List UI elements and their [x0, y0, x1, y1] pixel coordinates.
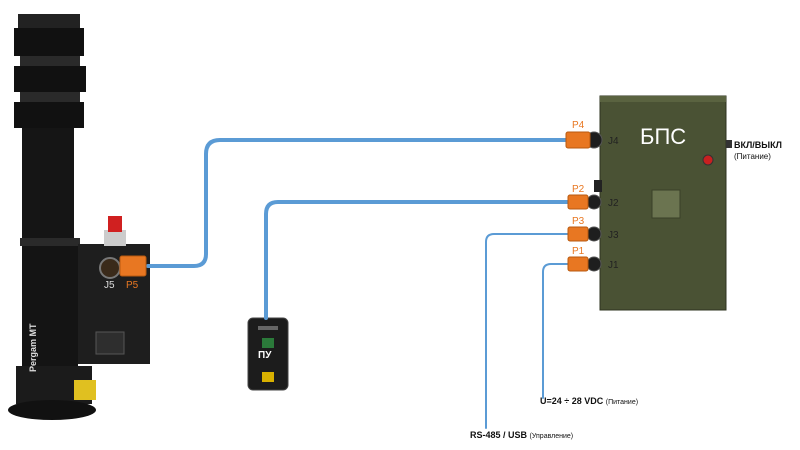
connector-p3 [567, 226, 589, 242]
telescope-port-label: P5 [126, 280, 139, 291]
control-interface-label: RS-485 / USB [470, 430, 528, 440]
jack-label-j4: J4 [608, 136, 619, 147]
leads [485, 233, 569, 429]
power-switch-label: ВКЛ/ВЫКЛ [734, 140, 782, 150]
power-supply-annotation: U=24 ÷ 28 VDC (Питание) [540, 396, 638, 406]
port-label-p1: P1 [572, 246, 585, 257]
cable-remote-p2 [264, 200, 570, 320]
remote-label: ПУ [258, 350, 272, 361]
cable-p5-p4 [146, 138, 570, 268]
socket-j2 [586, 194, 602, 210]
connector-p1 [567, 256, 589, 272]
power-control-box [594, 95, 732, 311]
socket-j3 [586, 226, 602, 242]
telescope-jack-label: J5 [104, 280, 115, 291]
port-label-p2: P2 [572, 184, 585, 195]
jack-label-j1: J1 [608, 260, 619, 271]
power-supply-sublabel: (Питание) [605, 399, 639, 406]
connector-p2 [567, 194, 589, 210]
connectors [119, 131, 591, 277]
socket-j1 [586, 256, 602, 272]
lead-control [485, 233, 569, 429]
control-interface-sublabel: (Управление) [529, 433, 574, 440]
connector-p4 [565, 131, 591, 149]
control-interface-annotation: RS-485 / USB (Управление) [470, 430, 573, 440]
connector-p5 [119, 255, 147, 277]
telescope-mast [8, 14, 96, 420]
telescope-brand-label: Pergam MT [28, 323, 38, 372]
port-label-p3: P3 [572, 216, 585, 227]
jack-label-j3: J3 [608, 230, 619, 241]
port-label-p4: P4 [572, 120, 585, 131]
power-supply-voltage: U=24 ÷ 28 VDC [540, 396, 604, 406]
box-title: БПС [640, 124, 687, 149]
power-switch-sublabel: (Питание) [734, 152, 771, 161]
cables [146, 138, 570, 320]
jack-label-j2: J2 [608, 198, 619, 209]
lead-power [542, 263, 569, 399]
